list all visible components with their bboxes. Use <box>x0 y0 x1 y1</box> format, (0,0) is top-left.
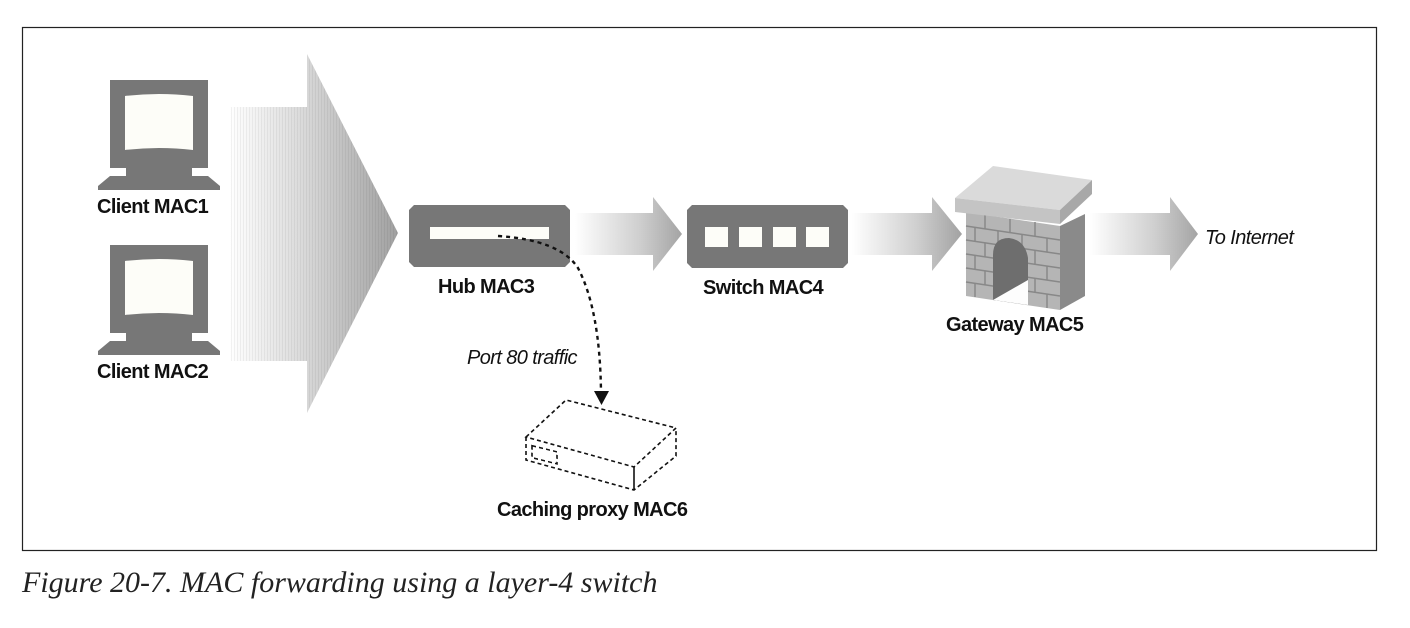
switch-mac4-label: Switch MAC4 <box>703 277 825 299</box>
computer-icon <box>98 245 220 355</box>
client-mac1: Client MAC1 <box>97 80 220 218</box>
arrow-hub-to-switch <box>575 197 682 271</box>
switch-mac4: Switch MAC4 <box>687 205 848 299</box>
gateway-mac5: Gateway MAC5 <box>946 166 1092 336</box>
port80-route <box>497 234 609 405</box>
gateway-mac5-label: Gateway MAC5 <box>946 314 1084 336</box>
arrow-to-internet <box>1090 197 1198 271</box>
hub-mac3: Hub MAC3 <box>409 205 570 298</box>
switch-icon <box>687 205 848 268</box>
to-internet-label: To Internet <box>1205 227 1295 249</box>
port80-label: Port 80 traffic <box>467 347 578 369</box>
computer-icon <box>98 80 220 190</box>
funnel-arrow <box>230 54 398 413</box>
client-mac2: Client MAC2 <box>97 245 220 383</box>
server-box-icon <box>524 399 678 491</box>
caching-proxy-mac6: Caching proxy MAC6 <box>497 399 688 521</box>
arrowhead-icon <box>594 391 609 405</box>
caching-proxy-mac6-label: Caching proxy MAC6 <box>497 499 688 521</box>
figure-frame <box>21 26 1378 552</box>
gateway-arch-icon <box>955 166 1092 310</box>
figure-caption: Figure 20-7. MAC forwarding using a laye… <box>22 566 658 599</box>
hub-mac3-label: Hub MAC3 <box>438 276 535 298</box>
arrow-switch-to-gateway <box>852 197 962 271</box>
hub-icon <box>409 205 570 267</box>
client-mac2-label: Client MAC2 <box>97 361 209 383</box>
client-mac1-label: Client MAC1 <box>97 196 209 218</box>
